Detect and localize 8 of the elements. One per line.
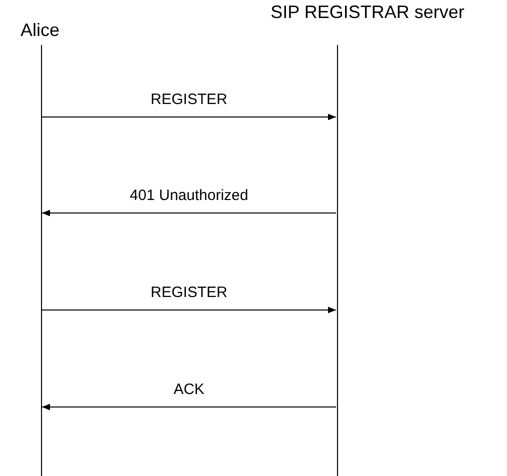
lifeline — [40, 45, 42, 476]
message-arrow — [42, 210, 336, 216]
message-arrow — [42, 114, 336, 120]
message-arrow — [42, 306, 336, 314]
participant-label: Alice — [8, 18, 72, 42]
participant-label: SIP REGISTRAR server — [228, 0, 507, 24]
lifeline — [336, 45, 338, 476]
message-arrow — [42, 404, 336, 410]
